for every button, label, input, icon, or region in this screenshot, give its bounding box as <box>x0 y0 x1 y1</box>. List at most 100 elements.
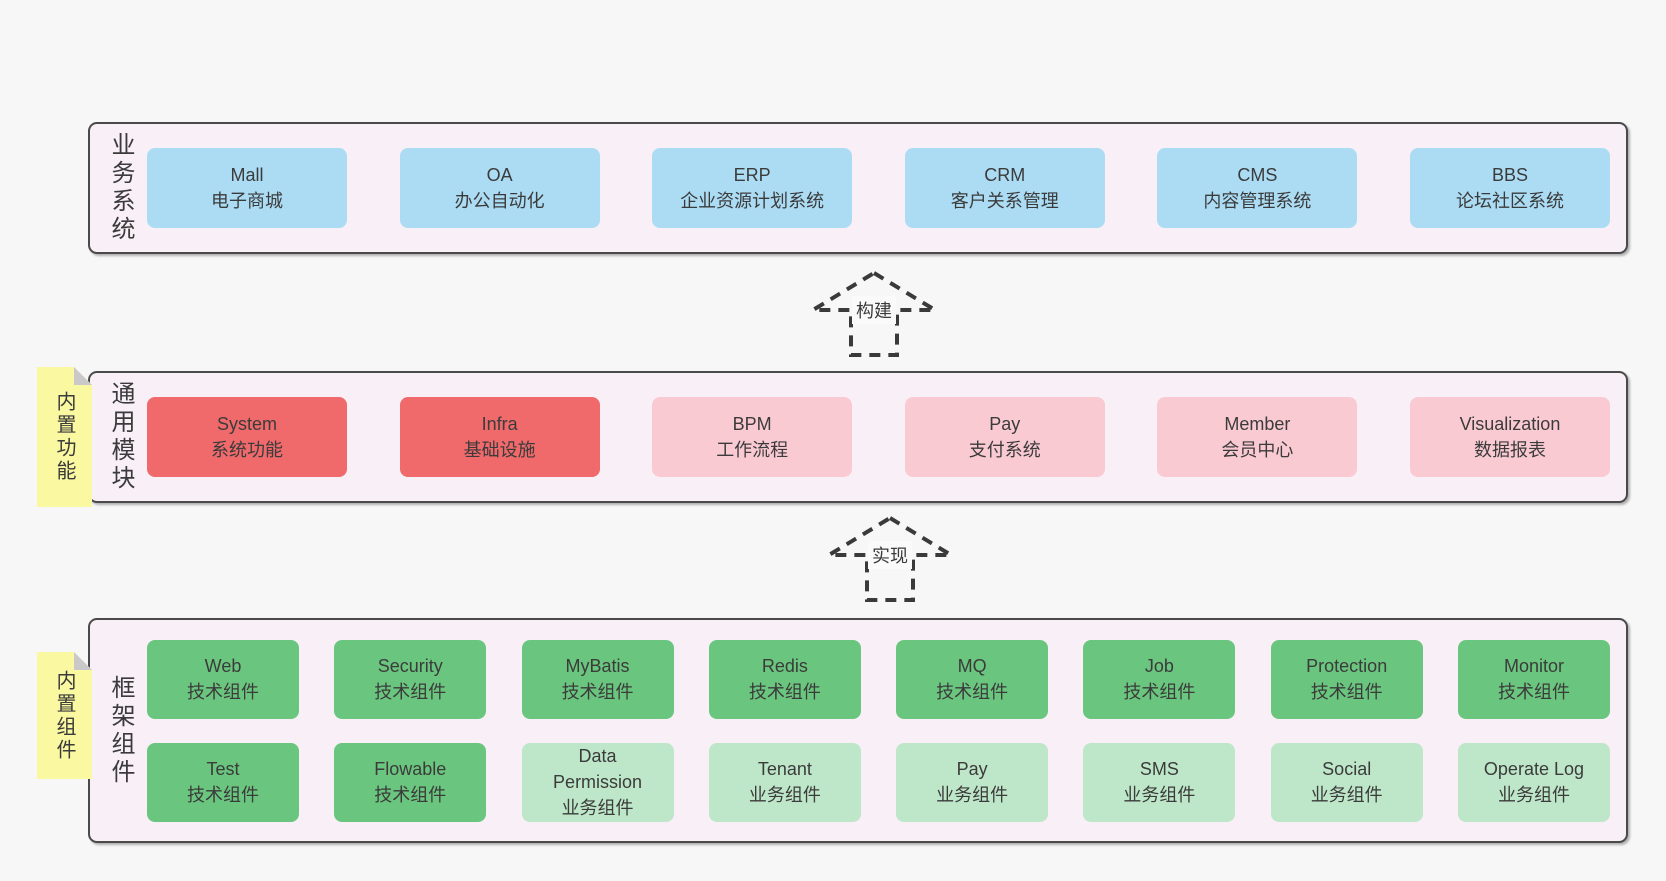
box-subtitle: 技术组件 <box>187 682 259 702</box>
box-subtitle: 客户关系管理 <box>950 191 1059 211</box>
box-subtitle: 业务组件 <box>748 785 821 805</box>
box-title: Protection <box>1306 655 1388 676</box>
box-subtitle: 技术组件 <box>374 682 447 702</box>
box-title: OA <box>486 164 513 185</box>
box-system: System 系统功能 <box>147 397 347 477</box>
box-subtitle: 技术组件 <box>748 682 821 702</box>
box-title: Pay <box>989 413 1021 434</box>
box-title: Redis <box>761 655 808 676</box>
box-title: Operate Log <box>1483 758 1584 779</box>
box-subtitle: 会员中心 <box>1221 440 1294 460</box>
dashed-up-arrow-icon <box>809 270 939 357</box>
box-title: Social <box>1322 758 1372 779</box>
box-title: Test <box>206 758 240 779</box>
box-title: BPM <box>732 413 772 434</box>
box-subtitle: 业务组件 <box>561 798 634 819</box>
box-title: Job <box>1144 655 1174 676</box>
arrow-label: 实现 <box>868 541 912 569</box>
sticky-note-label: 内置功能 <box>53 391 75 483</box>
box-cms: CMS 内容管理系统 <box>1157 148 1358 228</box>
box-tenant: Tenant 业务组件 <box>708 742 861 822</box>
box-subtitle: 支付系统 <box>968 440 1041 460</box>
sticky-note-built-in-features: 内置功能 <box>37 367 92 507</box>
box-web: Web 技术组件 <box>147 639 299 719</box>
box-subtitle: 业务组件 <box>1310 785 1383 805</box>
box-subtitle: 工作流程 <box>716 440 789 460</box>
arrow-label: 构建 <box>852 296 896 324</box>
box-redis: Redis 技术组件 <box>708 639 861 719</box>
box-subtitle: 办公自动化 <box>454 191 545 211</box>
box-subtitle: 企业资源计划系统 <box>680 191 825 211</box>
box-title: Web <box>204 655 242 676</box>
box-bpm: BPM 工作流程 <box>652 397 853 477</box>
section-label-common-modules: 通用模块 <box>107 381 134 493</box>
box-subtitle: 业务组件 <box>1123 785 1196 805</box>
dashed-up-arrow-icon <box>825 515 955 602</box>
box-protection: Protection 技术组件 <box>1270 639 1423 719</box>
box-erp: ERP 企业资源计划系统 <box>652 148 853 228</box>
box-subtitle: 内容管理系统 <box>1203 191 1312 211</box>
note-fold-corner-icon <box>74 652 92 670</box>
box-subtitle: 论坛社区系统 <box>1455 191 1564 211</box>
box-subtitle: 技术组件 <box>936 682 1009 702</box>
box-subtitle: 技术组件 <box>1497 682 1570 702</box>
box-monitor: Monitor 技术组件 <box>1457 639 1610 719</box>
build-arrow: 构建 <box>809 269 939 361</box>
box-title: Monitor <box>1503 655 1564 676</box>
box-title: ERP <box>733 164 771 185</box>
box-subtitle: 技术组件 <box>187 785 259 805</box>
box-flowable: Flowable 技术组件 <box>334 742 487 822</box>
box-subtitle: 业务组件 <box>1497 785 1570 805</box>
box-social: Social 业务组件 <box>1270 742 1423 822</box>
box-member: Member 会员中心 <box>1157 397 1358 477</box>
box-title: Tenant <box>757 758 812 779</box>
box-pay: Pay 支付系统 <box>904 397 1105 477</box>
implement-arrow: 实现 <box>825 514 955 606</box>
box-subtitle: 业务组件 <box>936 785 1009 805</box>
box-subtitle: 技术组件 <box>561 682 634 702</box>
box-title: MQ <box>957 655 987 676</box>
box-title: System <box>216 413 277 434</box>
sticky-note-label: 内置组件 <box>53 669 75 762</box>
box-job: Job 技术组件 <box>1083 639 1236 719</box>
box-title: Flowable <box>374 758 447 779</box>
box-subtitle: 技术组件 <box>1123 682 1196 702</box>
box-title: Security <box>377 655 443 676</box>
sticky-note-built-in-components: 内置组件 <box>37 652 92 779</box>
box-title: CMS <box>1237 164 1278 185</box>
box-title: Mall <box>230 164 264 185</box>
section-label-framework-components: 框架组件 <box>107 674 134 787</box>
box-title: Member <box>1224 413 1291 434</box>
box-subtitle: 基础设施 <box>463 440 536 460</box>
box-security: Security 技术组件 <box>334 639 487 719</box>
box-mybatis: MyBatis 技术组件 <box>521 639 674 719</box>
box-mall: Mall 电子商城 <box>147 148 347 228</box>
box-subtitle: 技术组件 <box>374 785 447 805</box>
note-fold-corner-icon <box>74 367 92 385</box>
box-mq: MQ 技术组件 <box>896 639 1049 719</box>
box-title: BBS <box>1491 164 1528 185</box>
box-subtitle: 电子商城 <box>211 191 283 211</box>
box-subtitle: 技术组件 <box>1310 682 1383 702</box>
box-bbs: BBS 论坛社区系统 <box>1409 148 1610 228</box>
box-operate-log: Operate Log 业务组件 <box>1457 742 1610 822</box>
box-subtitle: 系统功能 <box>211 440 283 460</box>
box-title: MyBatis <box>565 655 630 676</box>
box-oa: OA 办公自动化 <box>399 148 600 228</box>
